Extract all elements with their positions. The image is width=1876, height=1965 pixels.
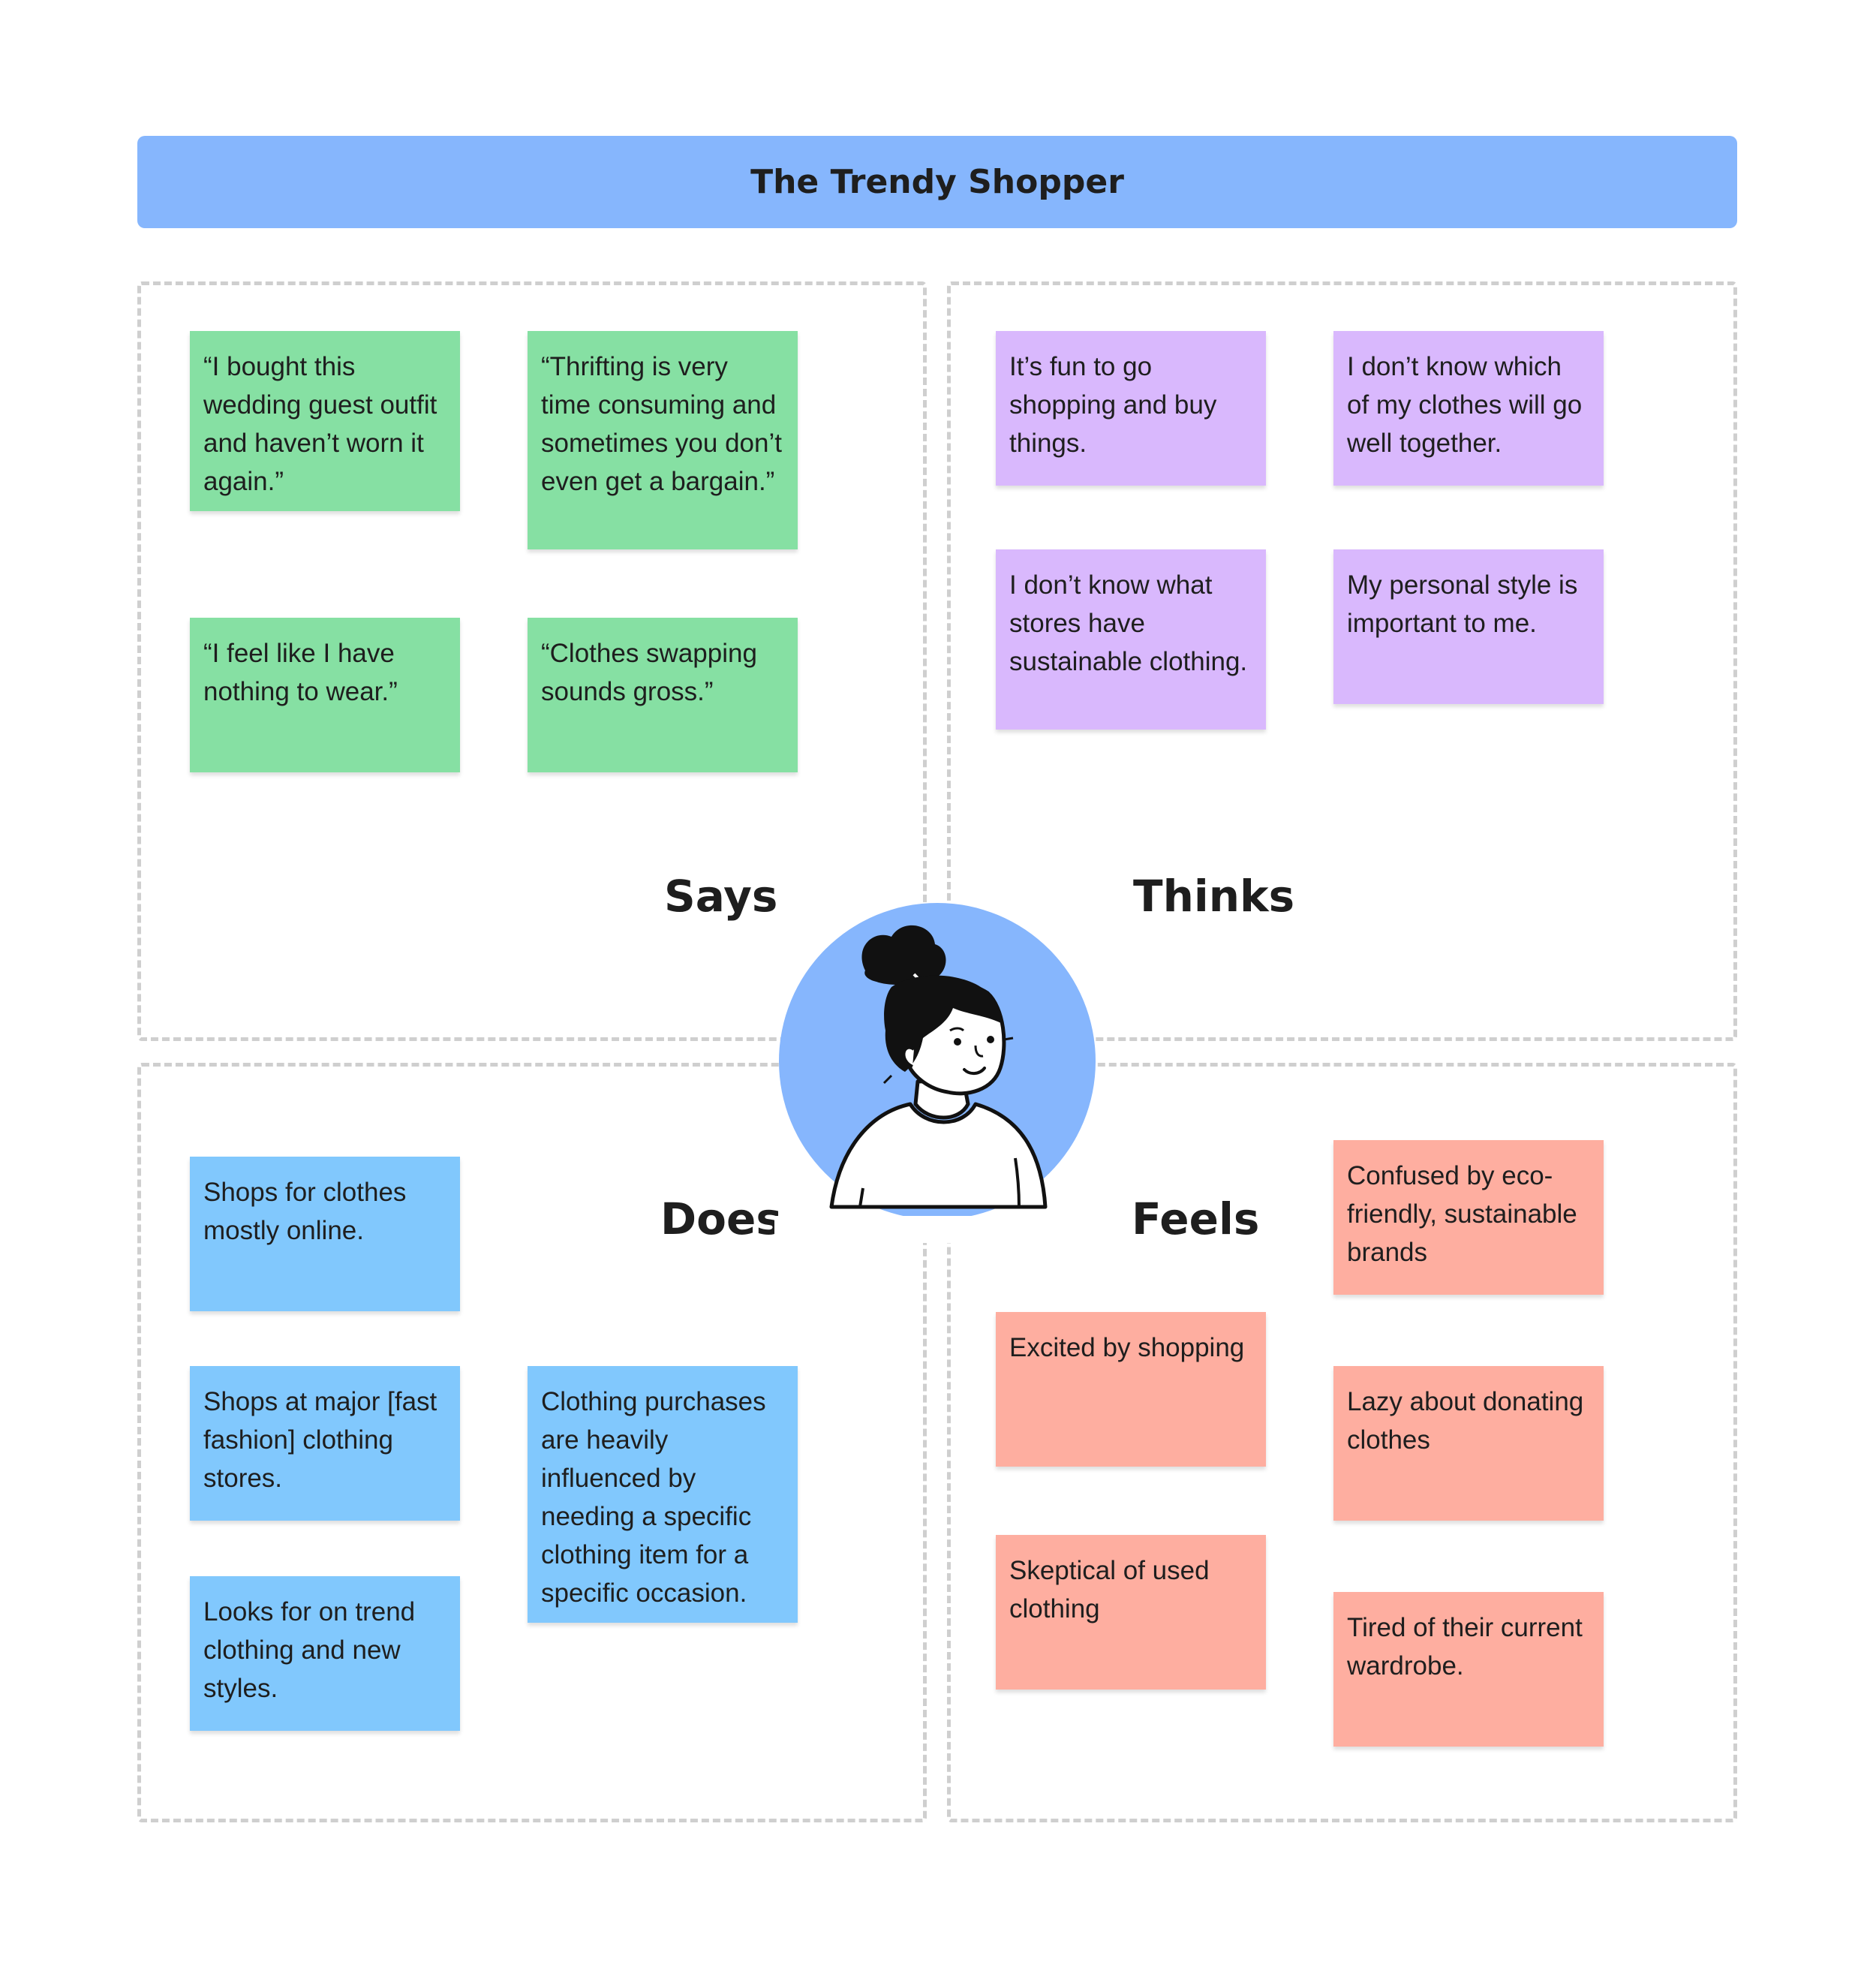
avatar-crop: [774, 1216, 1102, 1243]
feels-label: Feels: [1132, 1193, 1260, 1244]
sticky-note[interactable]: Looks for on trend clothing and new styl…: [190, 1576, 460, 1731]
sticky-note[interactable]: I don’t know what stores have sustainabl…: [996, 549, 1266, 730]
sticky-note[interactable]: Tired of their current wardrobe.: [1333, 1592, 1604, 1747]
says-label: Says: [664, 871, 778, 922]
says-quadrant: [137, 281, 927, 1041]
sticky-note[interactable]: “I feel like I have nothing to wear.”: [190, 618, 460, 772]
does-quadrant: [137, 1063, 927, 1822]
sticky-note[interactable]: Confused by eco-friendly, sustainable br…: [1333, 1140, 1604, 1295]
thinks-label: Thinks: [1133, 871, 1295, 922]
sticky-note[interactable]: “Thrifting is very time consuming and so…: [528, 331, 798, 549]
sticky-note[interactable]: Skeptical of used clothing: [996, 1535, 1266, 1690]
sticky-note[interactable]: Excited by shopping: [996, 1312, 1266, 1467]
sticky-note[interactable]: I don’t know which of my clothes will go…: [1333, 331, 1604, 486]
person-avatar-icon: [779, 903, 1096, 1220]
does-label: Does: [660, 1193, 782, 1244]
sticky-note[interactable]: Shops at major [fast fashion] clothing s…: [190, 1366, 460, 1521]
sticky-note[interactable]: Clothing purchases are heavily influence…: [528, 1366, 798, 1623]
feels-quadrant: [947, 1063, 1737, 1822]
sticky-note[interactable]: My personal style is important to me.: [1333, 549, 1604, 704]
sticky-note[interactable]: Shops for clothes mostly online.: [190, 1157, 460, 1311]
thinks-quadrant: [947, 281, 1737, 1041]
sticky-note[interactable]: “Clothes swapping sounds gross.”: [528, 618, 798, 772]
sticky-note[interactable]: “I bought this wedding guest outfit and …: [190, 331, 460, 511]
persona-title-bar: The Trendy Shopper: [137, 136, 1737, 228]
persona-title: The Trendy Shopper: [750, 163, 1124, 201]
sticky-note[interactable]: It’s fun to go shopping and buy things.: [996, 331, 1266, 486]
sticky-note[interactable]: Lazy about donating clothes: [1333, 1366, 1604, 1521]
